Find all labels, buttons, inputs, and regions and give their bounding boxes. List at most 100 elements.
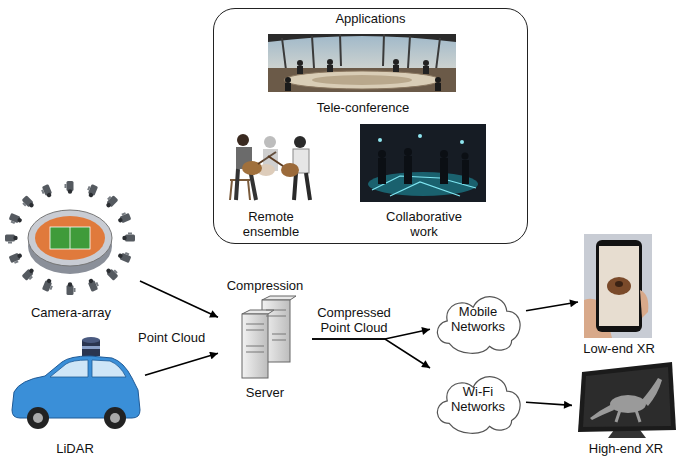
remote-ensemble-illustration — [294, 136, 306, 148]
group-title: Applications — [335, 11, 405, 26]
collaborative-work-illustration — [378, 138, 382, 142]
remote-ensemble-illustration — [294, 173, 310, 200]
camera-array-illustration — [116, 211, 131, 224]
remote-ensemble-illustration — [257, 136, 278, 176]
camera-array-illustration — [28, 210, 112, 266]
flow-label: Compressed Point Cloud — [314, 305, 394, 335]
lidar-car-illustration — [110, 413, 120, 423]
display-illustration — [616, 410, 640, 422]
camera-array-illustration — [40, 184, 53, 199]
display-illustration — [583, 367, 671, 427]
camera-array-illustration — [85, 183, 98, 198]
display-illustration — [578, 362, 676, 432]
collaborative-work-illustration — [440, 158, 448, 184]
lidar-car-illustration — [50, 360, 126, 377]
phone-illustration — [596, 240, 642, 332]
collaborative-work-illustration — [462, 153, 469, 160]
flow-arrow — [526, 402, 572, 405]
node-caption: High-end XR — [589, 441, 663, 456]
teleconference-illustration — [297, 66, 303, 74]
camera-array-illustration — [8, 213, 23, 226]
camera-array-illustration — [42, 278, 55, 293]
camera-array-illustration — [117, 250, 132, 263]
flow-label: Point Cloud — [138, 330, 205, 345]
network-cloud: Wi-Fi Networks — [430, 360, 526, 438]
camera-array-illustration — [22, 267, 37, 282]
node-caption: Server — [246, 385, 284, 400]
camera-array-illustration — [20, 195, 35, 210]
lidar-car-illustration — [82, 346, 100, 349]
teleconference-illustration — [393, 65, 399, 72]
teleconference-illustration — [268, 34, 456, 92]
teleconference-illustration — [435, 77, 441, 83]
camera-array-illustration — [103, 194, 118, 209]
teleconference-illustration — [312, 75, 412, 85]
camera-array-illustration — [65, 181, 74, 194]
collaborative-work-illustration — [460, 140, 464, 144]
process-title: Compression — [227, 278, 304, 293]
camera-array-illustration — [87, 277, 100, 292]
collaborative-work-illustration — [378, 150, 386, 158]
server-illustration — [242, 310, 274, 314]
application-group: Tele-conferenceRemote ensemble Collaborat… — [213, 8, 528, 244]
teleconference-illustration — [423, 60, 429, 66]
display-illustration — [578, 362, 676, 438]
teleconference-illustration — [423, 66, 429, 74]
collaborative-work-illustration — [462, 160, 469, 184]
lidar-car-illustration — [82, 337, 100, 343]
node-caption: Tele-conference — [317, 100, 410, 115]
camera-array-illustration — [50, 227, 90, 249]
lidar-car-illustration — [12, 337, 140, 429]
phone-illustration — [607, 277, 631, 295]
teleconference-illustration — [285, 77, 291, 83]
teleconference-illustration — [285, 83, 291, 91]
lidar-car-illustration — [27, 407, 49, 429]
collaborative-work-illustration — [404, 156, 412, 184]
source-device: LiDAR — [5, 335, 145, 458]
teleconference-illustration — [327, 59, 333, 65]
server-illustration — [242, 296, 296, 378]
remote-ensemble-illustration — [230, 134, 310, 200]
collaborative-work-illustration — [404, 148, 412, 156]
phone-illustration — [599, 246, 639, 326]
display-illustration — [590, 404, 614, 420]
network-cloud: Mobile Networks — [430, 280, 526, 358]
node-caption: Wi-Fi Networks — [447, 384, 509, 414]
collaborative-work-illustration — [418, 134, 422, 138]
flow-arrow — [145, 353, 218, 375]
teleconference-illustration — [268, 34, 456, 92]
phone-illustration — [615, 281, 623, 287]
application-image: Remote ensemble — [219, 121, 323, 241]
display-illustration — [610, 395, 646, 413]
phone-illustration — [584, 234, 652, 338]
flow-arrow — [312, 339, 430, 368]
xr-device: High-end XR — [572, 360, 680, 458]
camera-array-illustration — [104, 265, 119, 280]
node-caption: Remote ensemble — [236, 209, 306, 239]
remote-ensemble-illustration — [257, 164, 275, 176]
teleconference-illustration — [393, 59, 399, 65]
lidar-car-illustration — [104, 407, 126, 429]
node-caption: Low-end XR — [583, 341, 655, 356]
server-illustration — [246, 310, 286, 352]
node-caption: Camera-array — [31, 305, 111, 320]
display-illustration — [642, 378, 662, 406]
camera-array-illustration — [9, 252, 24, 265]
collaborative-work-illustration — [372, 176, 476, 196]
remote-ensemble-illustration — [268, 156, 283, 166]
teleconference-illustration — [284, 71, 440, 89]
teleconference-illustration — [435, 83, 441, 91]
lidar-car-illustration — [33, 413, 43, 423]
node-caption: Mobile Networks — [447, 304, 509, 334]
collaborative-work-illustration — [440, 150, 448, 158]
application-image: Collaborative work — [357, 121, 491, 241]
teleconference-illustration — [282, 34, 440, 70]
collaborative-work-illustration — [360, 124, 486, 202]
camera-array-illustration — [122, 233, 135, 242]
teleconference-illustration — [268, 34, 456, 42]
xr-device: Low-end XR — [578, 232, 660, 358]
cloud-outline — [437, 377, 520, 434]
